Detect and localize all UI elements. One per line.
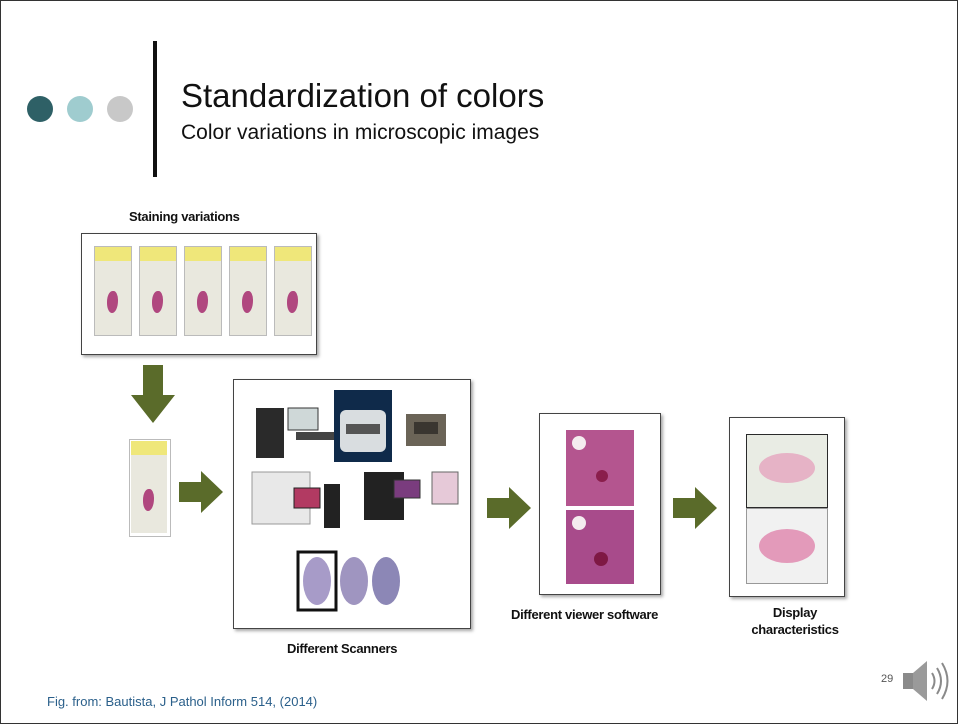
glass-slide [184,246,222,336]
arrow-right-icon [673,487,717,529]
header-dot-light [67,96,93,122]
glass-slide [139,246,177,336]
speaker-icon[interactable] [901,657,949,705]
display-image [729,417,845,597]
page-number: 29 [881,673,894,685]
header-dot-gray [107,96,133,122]
viewer-label: Different viewer software [511,607,659,622]
display-screen [746,508,828,584]
scanners-label: Different Scanners [287,641,398,656]
scanners-image [233,379,471,629]
single-slide-image [129,439,171,537]
arrow-right-icon [487,487,531,529]
glass-slide [94,246,132,336]
histology-tile [566,430,634,506]
arrow-right-icon [179,471,223,513]
staining-label: Staining variations [129,209,240,224]
scanners-illustration [251,390,459,612]
header-dot-dark [27,96,53,122]
slide-subtitle: Color variations in microscopic images [181,121,540,144]
display-label-line2: characteristics [751,622,839,637]
display-screen [746,434,828,508]
histology-tile [566,510,634,584]
citation: Fig. from: Bautista, J Pathol Inform 514… [47,694,318,709]
staining-slides-image [81,233,317,355]
glass-slide [274,246,312,336]
header-divider [153,41,157,177]
arrow-down-icon [131,365,175,423]
display-label-line1: Display [772,605,818,620]
viewer-image [539,413,661,595]
slide-title: Standardization of colors [181,77,545,114]
glass-slide [229,246,267,336]
